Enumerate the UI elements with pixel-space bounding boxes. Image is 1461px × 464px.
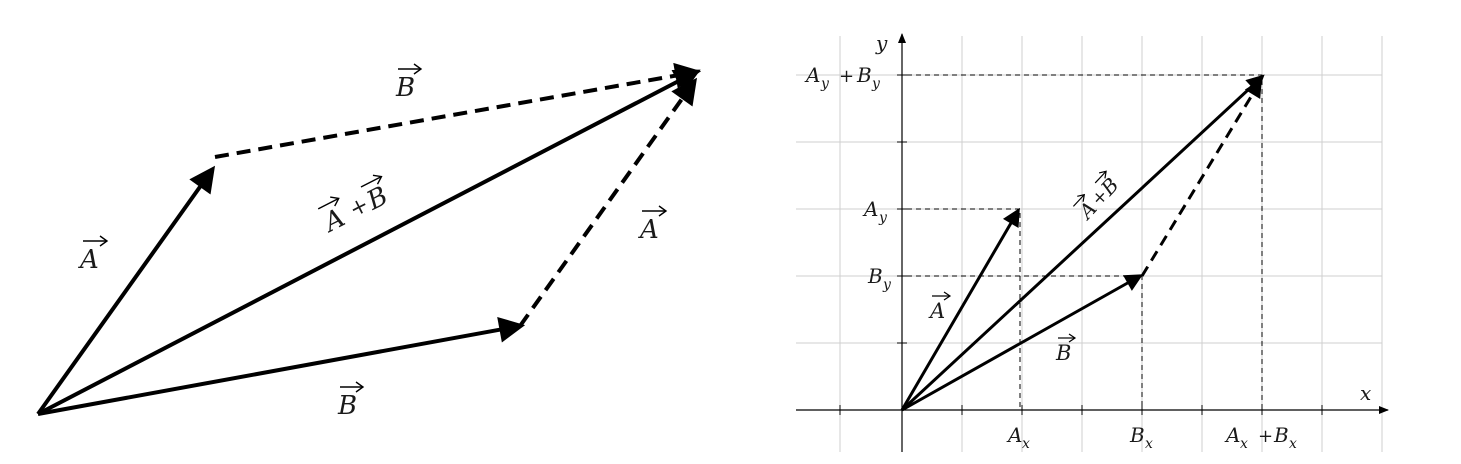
tick-label-sum-x-plus: +: [1258, 426, 1273, 447]
tick-label-ay-sub: y: [878, 210, 888, 226]
tick-label-sum-y: A y + B y: [804, 63, 881, 92]
vector-b-dashed-arrow: [214, 62, 702, 159]
label-vec-b-right-text: B: [1055, 341, 1071, 365]
x-axis-label: x: [1360, 381, 1371, 405]
vector-a-dashed-arrow-right: [1140, 78, 1262, 277]
label-a-right: A: [638, 205, 668, 245]
tick-label-bx: B x: [1129, 423, 1153, 452]
label-sum-right: A + B: [1073, 170, 1124, 225]
vector-sum-arrow: [37, 69, 701, 416]
tick-label-bx-main: B: [1129, 423, 1145, 447]
vector-a-arrow-right: [900, 207, 1020, 411]
label-a-left: A: [78, 235, 109, 275]
label-vec-a-right: A: [928, 291, 952, 323]
tick-label-sum-x-a-sub: x: [1240, 436, 1248, 452]
tick-label-ax-main: A: [1006, 423, 1022, 447]
tick-label-sum-x-b-sub: x: [1289, 436, 1297, 452]
tick-label-ay: A y: [862, 197, 888, 226]
tick-label-sum-y-a: A: [804, 63, 820, 87]
left-parallelogram-diagram: A B A B A + B: [36, 62, 702, 421]
label-vec-a-right-text: A: [928, 299, 945, 323]
tick-label-by-sub: y: [882, 277, 892, 293]
tick-label-sum-y-b: B: [856, 63, 872, 87]
tick-label-by: B y: [867, 264, 892, 293]
label-sum-a-text: A: [318, 203, 350, 239]
label-b-top-text: B: [395, 73, 415, 103]
tick-label-ay-main: A: [862, 197, 878, 221]
vector-a-dashed-arrow: [518, 77, 698, 328]
tick-label-by-main: B: [867, 264, 883, 288]
tick-label-sum-x: A x + B x: [1224, 423, 1297, 452]
label-b-top: B: [395, 63, 423, 103]
label-sum-left: A + B: [318, 174, 393, 239]
tick-label-sum-x-a: A: [1224, 423, 1240, 447]
axis-ticks: [839, 74, 1323, 415]
grid: [796, 36, 1383, 452]
label-vec-b-right: B: [1055, 333, 1077, 365]
label-a-right-text: A: [638, 215, 659, 245]
vector-b-arrow: [37, 316, 526, 416]
label-b-bottom-text: B: [337, 391, 357, 421]
vector-b-arrow-right: [901, 274, 1144, 412]
tick-label-ax: A x: [1006, 423, 1030, 452]
tick-label-ax-sub: x: [1022, 436, 1030, 452]
label-b-bottom: B: [337, 381, 365, 421]
y-axis-label: y: [875, 31, 888, 55]
right-coordinate-diagram: y x A x B x A x + B x A y B y A y: [796, 31, 1389, 452]
tick-label-sum-y-a-sub: y: [820, 76, 830, 92]
vector-sum-arrow-right: [900, 74, 1265, 412]
label-a-left-text: A: [78, 245, 99, 275]
vector-a-arrow: [36, 165, 216, 416]
tick-label-bx-sub: x: [1145, 436, 1153, 452]
tick-label-sum-y-b-sub: y: [871, 76, 881, 92]
tick-label-sum-y-plus: +: [839, 66, 854, 87]
tick-label-sum-x-b: B: [1273, 423, 1289, 447]
